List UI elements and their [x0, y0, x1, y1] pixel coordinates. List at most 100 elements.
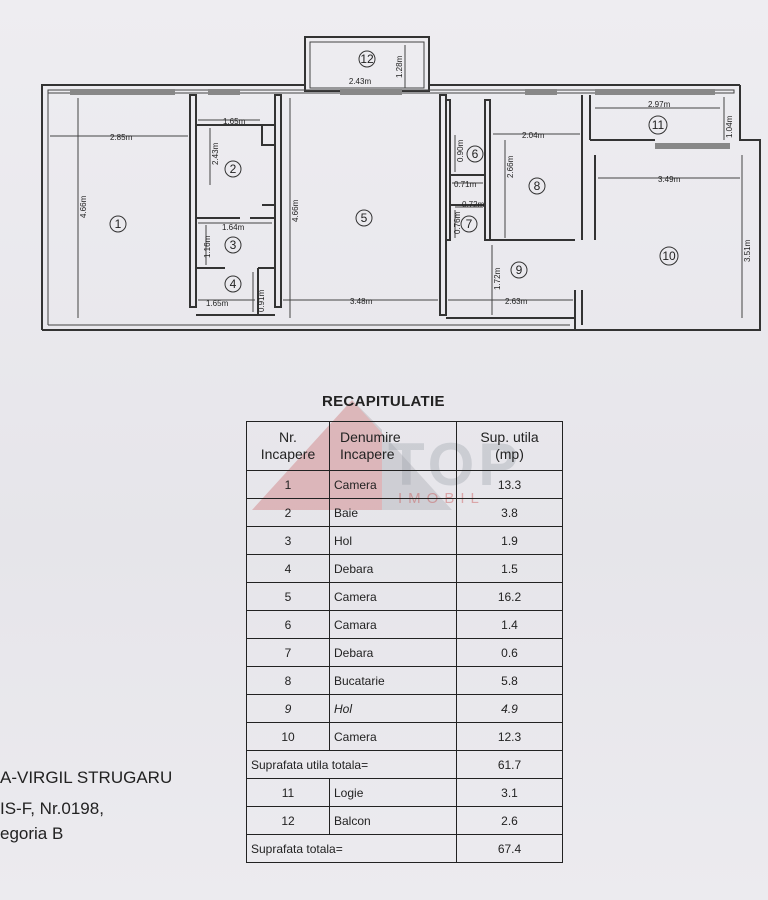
table-row: 1 Camera 13.3 [246, 470, 563, 499]
room-number-4: 4 [230, 277, 237, 291]
dimension-lines [50, 97, 743, 318]
dim-r11-h: 1.04m [725, 115, 734, 138]
dim-balcony-h: 1.28m [395, 55, 404, 78]
room-number-1: 1 [115, 217, 122, 231]
header-nr: Nr. Incapere [246, 421, 330, 471]
header-nr-line2: Incapere [260, 446, 316, 462]
total-label: Suprafata totala= [246, 834, 457, 863]
row-area: 3.8 [456, 498, 563, 527]
row-nr: 3 [246, 526, 330, 555]
row-area: 2.6 [456, 806, 563, 835]
header-sup-line1: Sup. utila [480, 429, 539, 445]
recap-title: RECAPITULATIE [322, 393, 445, 410]
row-name: Camera [329, 722, 457, 751]
table-row: 4 Debara 1.5 [246, 554, 563, 583]
header-den-line1: Denumire [340, 429, 401, 445]
dim-r9-h: 1.72m [493, 267, 502, 290]
dim-r5-h: 4.66m [291, 199, 300, 222]
row-name: Debara [329, 638, 457, 667]
table-row: 11 Logie 3.1 [246, 778, 563, 807]
window [340, 89, 402, 95]
room-number-5: 5 [361, 211, 368, 225]
row-name: Camera [329, 470, 457, 499]
dim-r10-w: 3.49m [658, 175, 681, 184]
row-area: 0.6 [456, 638, 563, 667]
balcony-12: 12 2.43m 1.28m [304, 36, 430, 92]
interior-walls [189, 94, 655, 330]
room-number-7: 7 [466, 217, 473, 231]
room-number-2: 2 [230, 162, 237, 176]
row-name: Camera [329, 582, 457, 611]
row-area: 1.9 [456, 526, 563, 555]
row-nr: 8 [246, 666, 330, 695]
total-value: 67.4 [456, 834, 563, 863]
dim-r6-h: 0.90m [456, 139, 465, 162]
row-name: Hol [329, 526, 457, 555]
table-row: 7 Debara 0.6 [246, 638, 563, 667]
row-area: 5.8 [456, 666, 563, 695]
row-nr: 9 [246, 694, 330, 723]
dim-r6-w: 0.71m [454, 180, 477, 189]
row-area: 13.3 [456, 470, 563, 499]
room-number-3: 3 [230, 238, 237, 252]
room-number-11: 11 [652, 118, 665, 132]
row-nr: 12 [246, 806, 330, 835]
row-area: 1.4 [456, 610, 563, 639]
dim-r7-w: 0.72m [462, 200, 485, 209]
window [70, 89, 175, 95]
row-area: 1.5 [456, 554, 563, 583]
author-license: IS-F, Nr.0198, [0, 799, 104, 818]
floor-plan: 1 2 2.43m 1.28m [41, 36, 761, 331]
row-nr: 6 [246, 610, 330, 639]
dim-r2-w: 1.65m [223, 117, 246, 126]
author-name: A-VIRGIL STRUGARU [0, 768, 173, 787]
dim-r5-w: 3.48m [350, 297, 373, 306]
dim-balcony-w: 2.43m [349, 77, 372, 86]
row-nr: 7 [246, 638, 330, 667]
room-number-9: 9 [516, 263, 523, 277]
header-nr-line1: Nr. [279, 429, 297, 445]
header-denumire: Denumire Incapere [329, 421, 457, 471]
dim-r9-w: 2.63m [505, 297, 528, 306]
row-nr: 2 [246, 498, 330, 527]
row-name: Balcon [329, 806, 457, 835]
dim-r1-w: 2.85m [110, 133, 133, 142]
subtotal-value: 61.7 [456, 750, 563, 779]
dim-r8-h: 2.66m [506, 155, 515, 178]
room-number-8: 8 [534, 179, 541, 193]
table-row: 12 Balcon 2.6 [246, 806, 563, 835]
total-row: Suprafata totala= 67.4 [246, 834, 563, 863]
header-den-line2: Incapere [340, 446, 395, 462]
window [655, 143, 730, 149]
row-area: 4.9 [456, 694, 563, 723]
window [525, 89, 557, 95]
window [208, 89, 240, 95]
table-row: 5 Camera 16.2 [246, 582, 563, 611]
dim-r1-h: 4.66m [79, 195, 88, 218]
row-nr: 5 [246, 582, 330, 611]
dim-r8-w: 2.04m [522, 131, 545, 140]
room-number-6: 6 [472, 147, 479, 161]
row-name: Bucatarie [329, 666, 457, 695]
dim-r2-h: 2.43m [211, 142, 220, 165]
table-row: 8 Bucatarie 5.8 [246, 666, 563, 695]
table-row: 10 Camera 12.3 [246, 722, 563, 751]
row-area: 16.2 [456, 582, 563, 611]
table-header-row: Nr. Incapere Denumire Incapere Sup. util… [246, 421, 563, 471]
header-sup: Sup. utila (mp) [456, 421, 563, 471]
row-area: 12.3 [456, 722, 563, 751]
dim-r4-w: 1.65m [206, 299, 229, 308]
author-category: egoria B [0, 824, 64, 843]
row-nr: 10 [246, 722, 330, 751]
row-nr: 4 [246, 554, 330, 583]
dim-r3-w: 1.64m [222, 223, 245, 232]
dim-r4-h: 0.91m [257, 289, 266, 312]
subtotal-label: Suprafata utila totala= [246, 750, 457, 779]
row-nr: 1 [246, 470, 330, 499]
dim-r11-w: 2.97m [648, 100, 671, 109]
table-row: 2 Baie 3.8 [246, 498, 563, 527]
room-number-10: 10 [662, 249, 676, 263]
row-name: Hol [329, 694, 457, 723]
row-name: Logie [329, 778, 457, 807]
table-row: 6 Camara 1.4 [246, 610, 563, 639]
